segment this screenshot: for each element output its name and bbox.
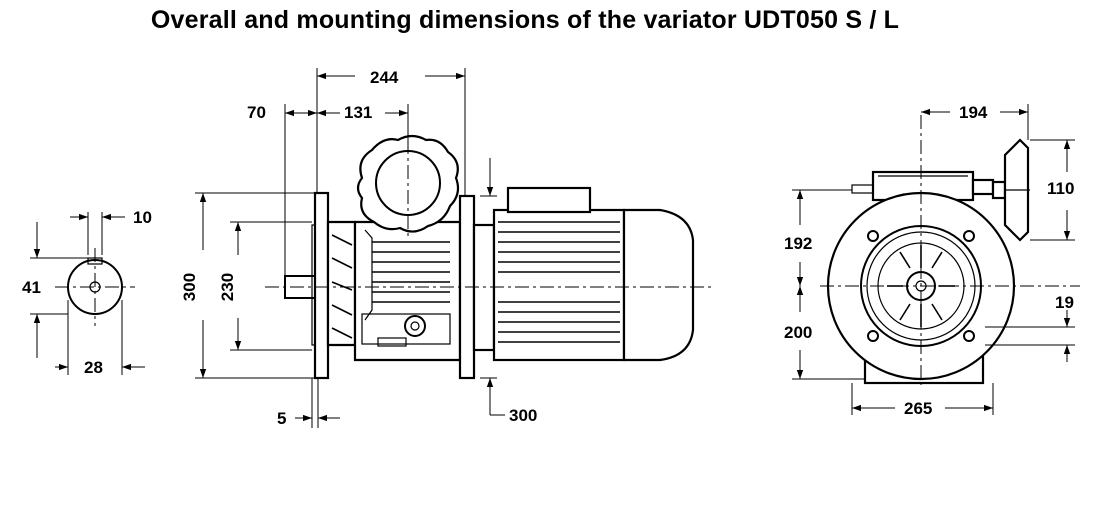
dim-244: 244	[370, 68, 399, 87]
dim-265: 265	[904, 399, 932, 418]
dim-192: 192	[784, 234, 812, 253]
terminal-box	[506, 186, 592, 214]
side-view: 244 70 131 300 230 5 300	[180, 68, 715, 428]
dim-41: 41	[22, 278, 41, 297]
dim-10: 10	[133, 208, 152, 227]
bolt-hole	[963, 230, 975, 242]
dim-200: 200	[784, 323, 812, 342]
dim-19: 19	[1055, 293, 1074, 312]
shaft-end-view: 10 41 28	[22, 208, 152, 377]
bolt-hole	[867, 330, 879, 342]
bolt-hole	[963, 330, 975, 342]
dim-70: 70	[247, 103, 266, 122]
output-flange	[313, 191, 330, 380]
dim-5: 5	[277, 409, 286, 428]
front-view: 194 110 192 200 19 265	[784, 103, 1080, 418]
dim-194: 194	[959, 103, 988, 122]
dim-230: 230	[218, 273, 237, 301]
drawing-title: Overall and mounting dimensions of the v…	[150, 6, 900, 34]
dim-300-height: 300	[180, 273, 199, 301]
fan-cover	[622, 208, 695, 362]
indicator-dial	[404, 315, 426, 337]
dim-28: 28	[84, 358, 103, 377]
bolt-hole	[867, 230, 879, 242]
dim-131: 131	[344, 103, 372, 122]
motor-body	[492, 208, 626, 362]
dim-110: 110	[1047, 179, 1074, 198]
dim-300-flange: 300	[509, 406, 537, 425]
